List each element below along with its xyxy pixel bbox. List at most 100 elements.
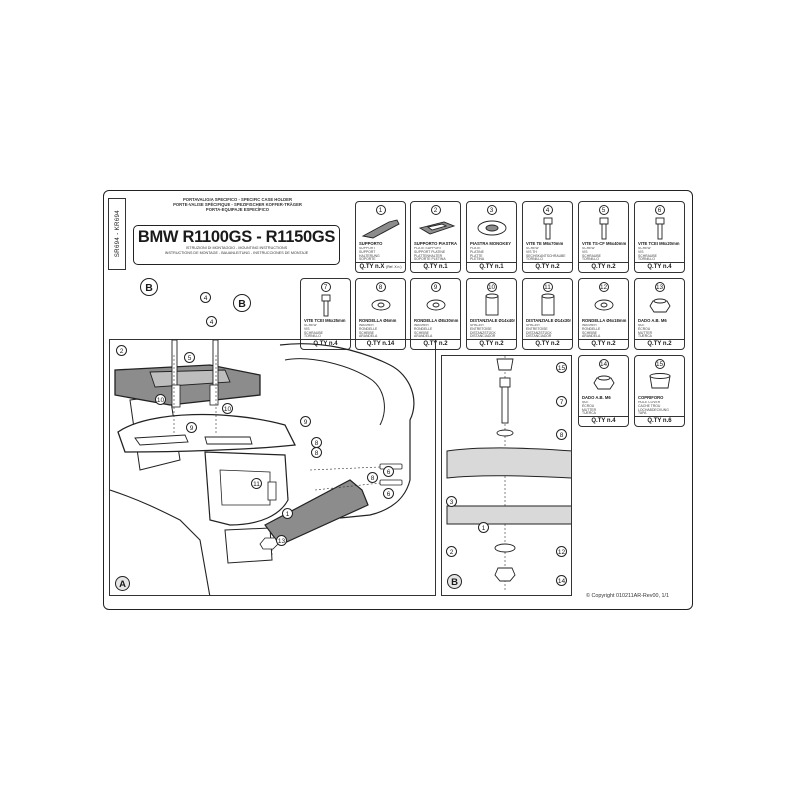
callout-a: 5 [184, 352, 195, 363]
panel-a-label: A [115, 576, 130, 591]
part-illustration [599, 217, 609, 240]
part-number: 13 [654, 282, 665, 292]
part-illustration [485, 293, 499, 316]
part-description: WASHER RONDELLE SCHEIBE ARANDELA [582, 324, 601, 339]
part-illustration [594, 299, 614, 311]
part-quantity: Q.TY n.X (Ref. X n.) [356, 262, 405, 272]
callout-b: 7 [556, 396, 567, 407]
part-illustration [361, 219, 400, 239]
part-description: PLATE PLATINE PLATTE PLETINA [470, 247, 485, 262]
part-quantity: Q.TY n.2 [523, 339, 572, 349]
quantity-label: Q.TY n.2 [591, 264, 616, 270]
callout-a: 6 [383, 488, 394, 499]
part-quantity: Q.TY n.2 [579, 262, 628, 272]
assembly-view-a [109, 339, 436, 596]
callout-a: 1 [282, 508, 293, 519]
part-illustration [649, 373, 671, 389]
quantity-label: Q.TY n.2 [591, 341, 616, 347]
part-number: 14 [598, 359, 609, 369]
detail-stack-drawing [446, 356, 571, 591]
quantity-label: Q.TY n.4 [313, 341, 338, 347]
part-description: SCREW VIS SCHRAUBE TORNILLO [582, 247, 601, 262]
callout-a: 10 [155, 394, 166, 405]
callout-a: 4 [206, 316, 217, 327]
part-illustration [543, 217, 553, 240]
header-line: PORTAVALIGIA SPECIFICO - SPECIFIC CASE H… [183, 197, 292, 202]
part-quantity: Q.TY n.4 [635, 262, 684, 272]
part-number: 6 [654, 205, 665, 215]
part-description: WASHER RONDELLE SCHEIBE ARANDELA [359, 324, 378, 339]
part-description: PLATE SUPPORT SUPPORT PLATINE PLATTENHAL… [414, 247, 446, 262]
part-description: SCREW VIS SCHRAUBE TORNILLO [638, 247, 657, 262]
part-illustration [371, 299, 391, 311]
instruction-lines: ISTRUZIONI DI MONTAGGIO - MOUNTING INSTR… [134, 246, 339, 255]
part-number: 12 [598, 282, 609, 292]
part-number: 10 [486, 282, 497, 292]
part-quantity: Q.TY n.4 [579, 416, 628, 426]
header-line: PORTA-EQUIPAJE ESPECÍFICO [205, 207, 270, 212]
quantity-label: Q.TY n.4 [647, 264, 672, 270]
part-number: 15 [654, 359, 665, 369]
part-illustration [426, 299, 446, 311]
part-number: 3 [486, 205, 497, 215]
part-name: DADO A.B. M6 [582, 396, 611, 400]
part-name: VITE TS-CF M6x40mm [582, 242, 627, 246]
part-description: SCREW VIS TH SECHSKANTSCHRAUBE TORNILLO [526, 247, 566, 262]
callout-a: 6 [383, 466, 394, 477]
part-name: RONDELLA Ø6x18mm [582, 319, 627, 323]
panel-b-label: B [447, 574, 462, 589]
motorcycle-rear-drawing [110, 340, 415, 595]
part-quantity: Q.TY n.2 [523, 262, 572, 272]
part-number: 8 [375, 282, 386, 292]
callout-a: 8 [367, 472, 378, 483]
part-illustration [477, 220, 507, 236]
part-description: HOLE COVER CACHE TROU LOCHABDECKUNG TAPA [638, 401, 669, 416]
quantity-label: Q.TY n.14 [366, 341, 395, 347]
part-description: SCREW VIS SCHRAUBE TORNILLO [304, 324, 323, 339]
callout-b: 3 [446, 496, 457, 507]
part-description: WASHER RONDELLE SCHEIBE ARANDELA [414, 324, 433, 339]
detail-ref-left: B [140, 278, 158, 296]
part-description: NUT ÉCROU MUTTER TUERCA [582, 401, 597, 416]
quantity-label: Q.TY n.6 [647, 418, 672, 424]
instruction-sheet-frame [103, 190, 693, 610]
callout-b: 14 [556, 575, 567, 586]
detail-ref-right: B [233, 294, 251, 312]
header-line: PORTE-VALISE SPÉCIFIQUE - SPEZIFISCHER K… [173, 202, 302, 207]
product-code-tab: SR694 - KR694 [108, 198, 126, 270]
copyright-note: © Copyright 010211AR-Rev00, 1/1 [586, 593, 669, 599]
part-description: NUT ÉCROU MUTTER TUERCA [638, 324, 653, 339]
quantity-label: Q.TY n.4 [591, 418, 616, 424]
part-quantity: Q.TY n.2 [635, 339, 684, 349]
model-title-box: BMW R1100GS - R1150GS ISTRUZIONI DI MONT… [133, 225, 340, 265]
part-quantity: Q.TY n.2 [467, 339, 516, 349]
part-description: SPACER ENTRETOISE DISTANZSTÜCK DISTANCIA… [470, 324, 496, 339]
quantity-label: Q.TY n.2 [535, 264, 560, 270]
quantity-label: Q.TY n.2 [535, 341, 560, 347]
quantity-note: (Ref. X n.) [386, 265, 402, 269]
instruction-line: INSTRUCTIONS DE MONTAGE - BAUANLEITUNG -… [164, 250, 309, 255]
part-name: RONDELLA Ø6mm [359, 319, 397, 323]
part-name: DISTANZIALE Ø14x30mm [526, 319, 571, 323]
part-description: SUPPORT SUPPORT HALTERUNG SOPORTE [359, 247, 380, 262]
part-name: DADO A.B. M6 [638, 319, 667, 323]
part-number: 11 [542, 282, 553, 292]
part-quantity: Q.TY n.2 [579, 339, 628, 349]
quantity-label: Q.TY n.1 [479, 264, 504, 270]
callout-a: 2 [116, 345, 127, 356]
callout-a: 4 [200, 292, 211, 303]
quantity-label: Q.TY n.X [359, 264, 385, 270]
part-number: 7 [320, 282, 331, 292]
part-illustration [541, 293, 555, 316]
